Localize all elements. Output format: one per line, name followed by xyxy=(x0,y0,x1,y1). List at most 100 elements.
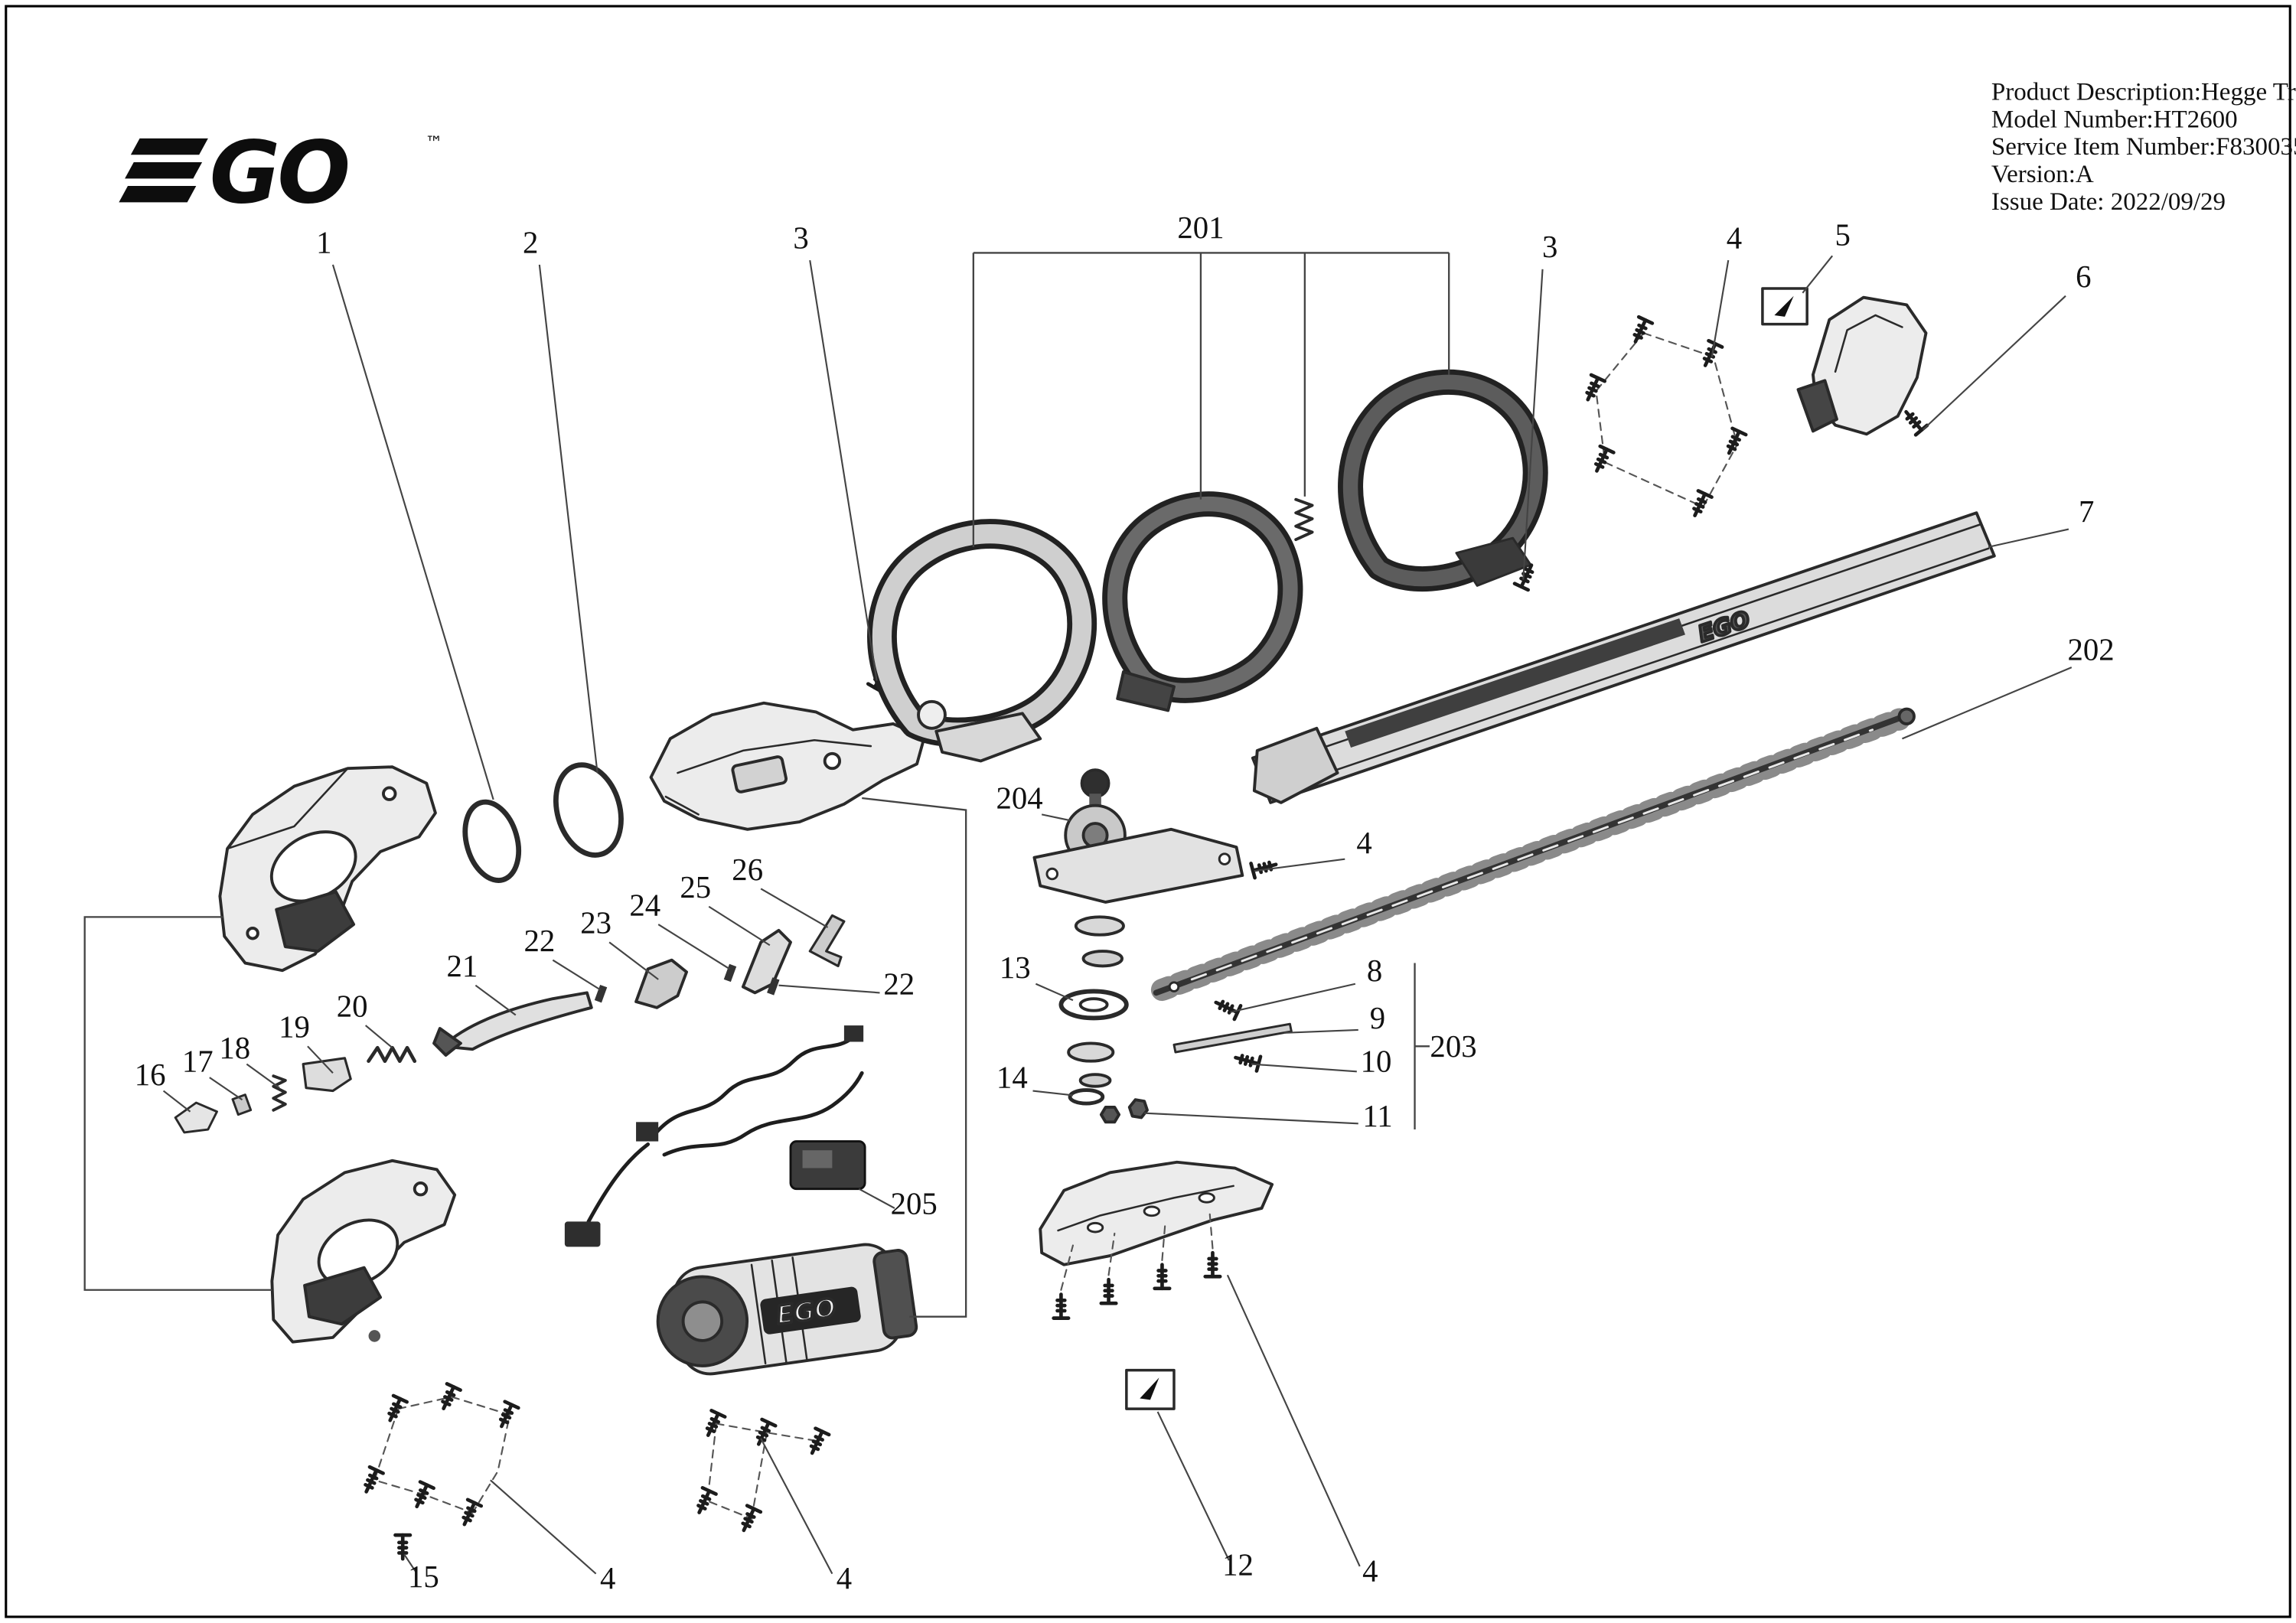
assembly-line-mid xyxy=(862,797,967,1318)
callout-leader-204 xyxy=(1041,813,1071,822)
callout-12: 12 xyxy=(1222,1548,1254,1582)
screw-15-icon xyxy=(396,1535,410,1559)
callout-4: 4 xyxy=(837,1561,852,1595)
part-blade-cover: EGO xyxy=(1251,511,1996,804)
callout-22: 22 xyxy=(523,924,555,958)
callout-leader-11 xyxy=(1144,1112,1358,1125)
part-washer-14 xyxy=(1068,1088,1105,1106)
callout-201: 201 xyxy=(1177,210,1224,245)
logo-e-bars xyxy=(119,138,208,203)
callout-leader-23 xyxy=(608,941,659,980)
part-wiring-harness xyxy=(564,1025,866,1247)
callout-20: 20 xyxy=(337,989,368,1023)
page-border xyxy=(5,5,2291,1618)
model-number: Model Number:HT2600 xyxy=(1991,106,2238,133)
callout-leader-4 xyxy=(1254,858,1345,872)
callout-leader-4 xyxy=(760,1438,833,1575)
callout-19: 19 xyxy=(279,1010,310,1045)
motor-logo-label: EGO xyxy=(775,1292,837,1330)
callout-leader-9 xyxy=(1283,1028,1358,1034)
callout-leader-8 xyxy=(1230,983,1356,1013)
callout-leader-3 xyxy=(1522,269,1544,580)
callout-23: 23 xyxy=(580,906,612,940)
callout-24: 24 xyxy=(629,888,660,922)
callout-9: 9 xyxy=(1370,1001,1385,1035)
screw-cluster-mid xyxy=(693,1410,829,1533)
callout-leader-14 xyxy=(1032,1090,1074,1097)
product-description: Product Description:Hegge Trimmer xyxy=(1991,78,2296,106)
part-trigger-23 xyxy=(634,958,689,1009)
part-hand-guard xyxy=(1796,295,1927,435)
callout-202: 202 xyxy=(2067,632,2114,666)
callout-leader-205 xyxy=(858,1188,895,1209)
part-tab-17 xyxy=(231,1093,253,1116)
callout-leader-6 xyxy=(1922,295,2066,431)
part-spring-20 xyxy=(367,1045,417,1064)
reference-lines xyxy=(83,252,1450,1318)
callout-18: 18 xyxy=(219,1031,250,1065)
part-bracket-26 xyxy=(808,914,846,967)
part-spring-18 xyxy=(272,1074,287,1112)
callout-13: 13 xyxy=(1000,950,1031,985)
service-item-number: Service Item Number:F830035001S01 xyxy=(1991,133,2296,161)
logo-trademark: ™ xyxy=(425,132,442,153)
callout-leader-13 xyxy=(1035,983,1074,1002)
callout-leader-26 xyxy=(760,888,829,928)
callout-leader-12 xyxy=(1156,1411,1230,1561)
callout-11: 11 xyxy=(1362,1099,1392,1133)
callout-3: 3 xyxy=(793,221,808,256)
callout-6: 6 xyxy=(2076,259,2091,294)
callout-leader-10 xyxy=(1251,1063,1357,1073)
callout-leader-21 xyxy=(475,984,517,1016)
callout-16: 16 xyxy=(135,1058,166,1092)
screw-cluster-handle xyxy=(1581,317,1746,519)
callout-14: 14 xyxy=(996,1061,1028,1095)
callout-leader-1 xyxy=(331,264,494,800)
callout-22: 22 xyxy=(883,966,915,1001)
detail-box-5 xyxy=(1761,287,1808,326)
part-small-spring xyxy=(1294,497,1314,542)
version: Version:A xyxy=(1991,161,2094,188)
part-o-ring-small xyxy=(462,799,521,883)
part-front-handle-grip xyxy=(867,519,1097,763)
callout-leader-24 xyxy=(657,924,730,970)
callout-leader-16 xyxy=(162,1090,191,1113)
part-gear-assembly xyxy=(1032,768,1277,1124)
part-grip-21 xyxy=(441,991,593,1051)
part-blade-tension-set xyxy=(1127,996,1293,1119)
callout-4: 4 xyxy=(1362,1553,1378,1588)
callout-leader-22 xyxy=(778,984,880,994)
part-front-handle-right xyxy=(1338,369,1548,592)
callout-leader-202 xyxy=(1902,666,2073,740)
callout-26: 26 xyxy=(732,852,763,887)
part-switch-housing-upper xyxy=(649,701,926,831)
callout-leader-18 xyxy=(246,1063,280,1089)
callout-leader-4 xyxy=(1711,259,1730,357)
callout-204: 204 xyxy=(996,781,1042,816)
part-pin-24 xyxy=(723,963,737,983)
callout-7: 7 xyxy=(2079,494,2094,529)
callout-leader-2 xyxy=(538,264,598,774)
callout-203: 203 xyxy=(1430,1029,1476,1064)
callout-leader-25 xyxy=(708,905,771,947)
callout-8: 8 xyxy=(1367,953,1382,988)
callout-leader-7 xyxy=(1988,528,2069,548)
assembly-line-left xyxy=(83,916,272,1291)
part-rear-handle-upper-housing xyxy=(218,765,437,973)
callout-leader-19 xyxy=(307,1045,334,1074)
callout-21: 21 xyxy=(447,949,478,983)
callout-3: 3 xyxy=(1542,230,1557,264)
callout-leader-5 xyxy=(1802,255,1834,294)
detail-box-12 xyxy=(1125,1368,1176,1410)
part-pin-22a xyxy=(594,984,608,1003)
callout-2: 2 xyxy=(523,225,538,259)
part-motor-assembly: EGO xyxy=(656,1243,918,1376)
callout-17: 17 xyxy=(182,1044,214,1078)
bracket-201 xyxy=(972,252,1450,547)
callout-leader-20 xyxy=(364,1025,393,1049)
part-lever-25 xyxy=(741,928,792,995)
callout-leader-4 xyxy=(490,1479,597,1575)
